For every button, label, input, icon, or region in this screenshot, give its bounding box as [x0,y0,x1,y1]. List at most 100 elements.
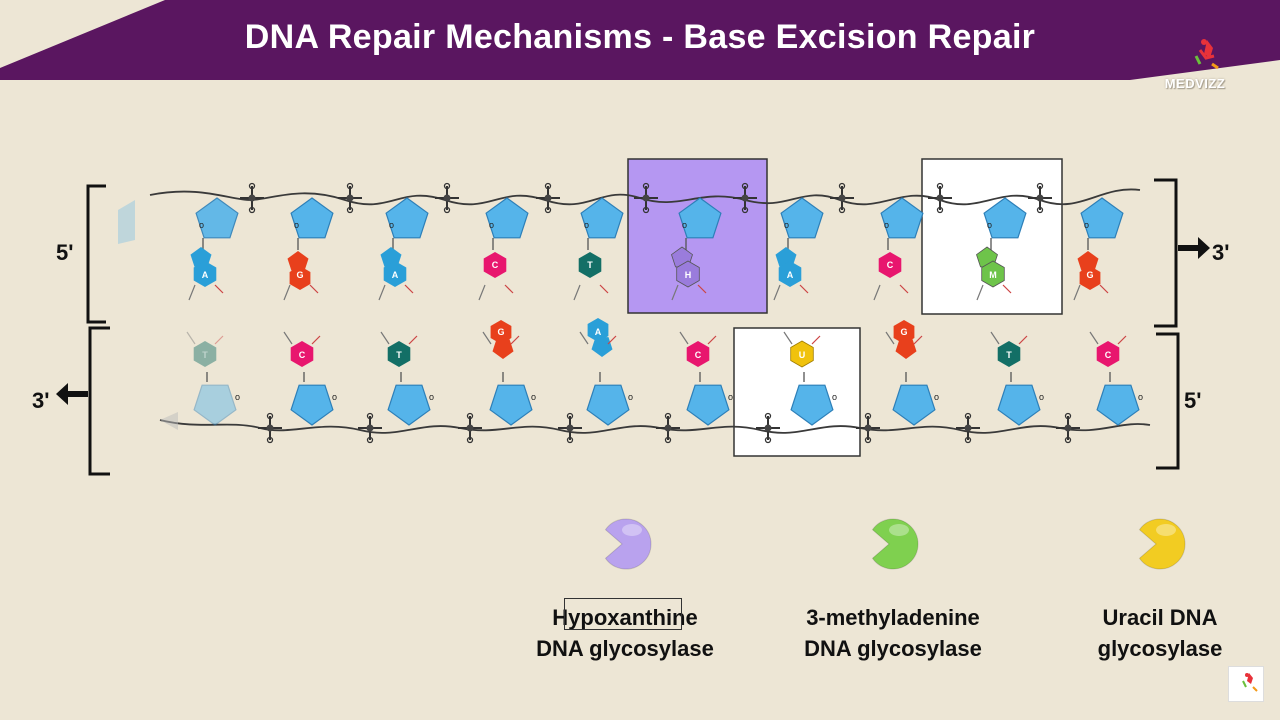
top-nucleotide-4: oT [573,197,624,301]
svg-text:o: o [682,220,687,230]
svg-text:o: o [1084,220,1089,230]
svg-text:o: o [784,220,789,230]
bottom-phosphate-7 [956,412,980,444]
corner-logo-icon [1228,666,1264,702]
top-left-bracket [86,184,106,324]
top-strand-3prime-label: 3' [1212,240,1230,265]
hypoxanthine-label-box [564,598,682,630]
bottom-phosphate-3 [558,412,582,444]
top-phosphate-6 [830,182,854,214]
bottom-phosphate-1 [358,412,382,444]
svg-text:o: o [489,220,494,230]
svg-text:o: o [294,220,299,230]
enzyme-label-line2: glycosylase [1097,636,1223,661]
bottom-nucleotide-9: oC [1089,331,1143,426]
svg-text:o: o [332,392,337,402]
top-base-letter-6: A [787,270,794,280]
top-base-letter-9: G [1086,270,1093,280]
enzyme-label-line1: Hypoxanthine [552,605,698,630]
bottom-strand-5prime-label: 5' [1184,388,1202,413]
top-faded-end [118,200,135,244]
svg-text:o: o [1138,392,1143,402]
svg-text:o: o [728,392,733,402]
bottom-nucleotide-2: oT [380,331,434,426]
bottom-phosphate-2 [458,412,482,444]
top-nucleotide-6: oA [773,197,824,301]
logo-text: MEDVIZZ [1164,76,1226,91]
top-base-letter-3: C [492,260,499,270]
top-base-letter-4: T [587,260,593,270]
bottom-base-letter-6: U [799,350,806,360]
green-pacman-enzyme-icon [871,518,919,570]
bottom-base-letter-9: C [1105,350,1112,360]
left-arrow-icon [56,383,88,405]
svg-text:o: o [884,220,889,230]
top-phosphate-0 [240,182,264,214]
top-base-letter-7: C [887,260,894,270]
svg-text:o: o [832,392,837,402]
top-base-letter-0: A [202,270,209,280]
top-nucleotide-7: oC [873,197,924,301]
top-phosphate-3 [536,182,560,214]
top-phosphate-8 [1028,182,1052,214]
bottom-base-letter-7: G [900,327,907,337]
top-strand-5prime-label: 5' [56,240,74,265]
bottom-base-letter-2: T [396,350,402,360]
bottom-nucleotide-7: oG [885,320,939,426]
bottom-strand-3prime-label: 3' [32,388,50,413]
top-nucleotide-2: oA [378,197,429,301]
bottom-phosphate-8 [1056,412,1080,444]
bottom-nucleotide-8: oT [990,331,1044,426]
bottom-base-letter-8: T [1006,350,1012,360]
bottom-phosphate-5 [756,412,780,444]
top-phosphate-5 [733,182,757,214]
bottom-base-letter-1: C [299,350,306,360]
bottom-nucleotide-6: oU [783,331,837,426]
enzyme-label-line1: Uracil DNA [1102,605,1218,630]
right-arrow-icon [1178,237,1210,259]
top-phosphate-2 [435,182,459,214]
bottom-base-letter-5: C [695,350,702,360]
top-nucleotide-0: oA [188,197,239,301]
bottom-right-bracket [1156,332,1180,470]
svg-text:o: o [934,392,939,402]
bottom-faded-end [160,412,178,430]
top-phosphate-7 [928,182,952,214]
bottom-phosphate-4 [656,412,680,444]
yellow-pacman-enzyme-icon [1138,518,1186,570]
bottom-left-bracket [88,326,110,476]
bottom-nucleotide-5: oC [679,331,733,426]
enzyme-label-line1: 3-methyladenine [806,605,980,630]
svg-text:o: o [531,392,536,402]
top-phosphate-1 [338,182,362,214]
bottom-nucleotide-1: oC [283,331,337,426]
top-nucleotide-8: oM [976,197,1027,301]
top-nucleotide-9: oG [1073,197,1124,301]
bottom-base-letter-0: T [202,350,208,360]
svg-text:o: o [584,220,589,230]
enzyme-label-line2: DNA glycosylase [536,636,714,661]
top-base-letter-8: M [989,270,997,280]
bottom-phosphate-0 [258,412,282,444]
uracil-enzyme-label: Uracil DNA glycosylase [1060,602,1260,664]
enzyme-label-line2: DNA glycosylase [804,636,982,661]
svg-text:o: o [199,220,204,230]
hypoxanthine-enzyme-label: Hypoxanthine DNA glycosylase [500,602,750,664]
purple-pacman-enzyme-icon [604,518,652,570]
bottom-nucleotide-0: oT [186,331,240,426]
top-base-letter-5: H [685,270,692,280]
top-base-letter-1: G [296,270,303,280]
svg-text:o: o [389,220,394,230]
svg-text:o: o [235,392,240,402]
page-title: DNA Repair Mechanisms - Base Excision Re… [244,18,1036,56]
top-nucleotide-1: oG [283,197,334,301]
svg-text:o: o [1039,392,1044,402]
top-phosphate-4 [634,182,658,214]
bottom-nucleotide-4: oA [579,318,633,426]
svg-text:o: o [987,220,992,230]
svg-text:o: o [628,392,633,402]
top-base-letter-2: A [392,270,399,280]
title-banner [0,0,1280,80]
svg-text:o: o [429,392,434,402]
